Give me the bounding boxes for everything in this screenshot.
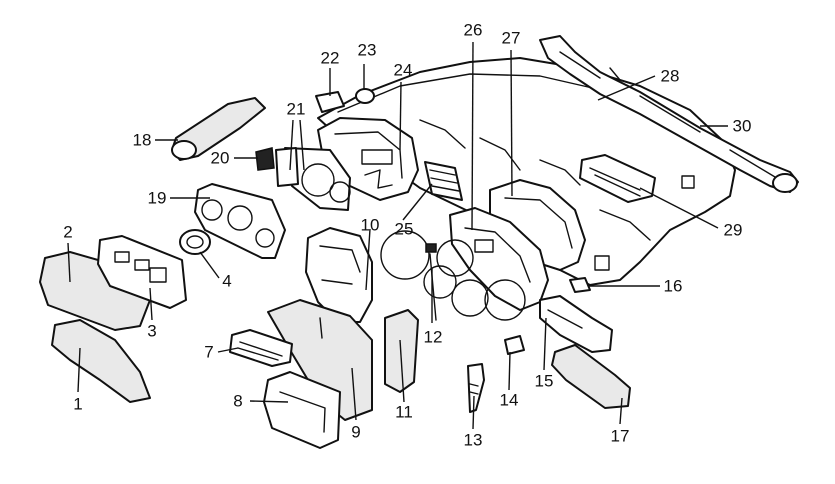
part-9-console-base <box>267 299 373 421</box>
part-15-bracket <box>539 295 613 353</box>
callout-22: 22 <box>321 49 340 68</box>
part-8-storage-tray <box>263 371 341 449</box>
callout-14: 14 <box>500 391 519 410</box>
part-11-side-panel <box>384 309 419 393</box>
part-16-connector <box>569 277 591 293</box>
callout-27: 27 <box>502 29 521 48</box>
gauge-rings <box>380 230 526 321</box>
part-4-round-knob <box>179 229 211 255</box>
part-13-lock-key <box>467 363 485 413</box>
callout-11: 11 <box>395 403 413 422</box>
callout-12: 12 <box>424 328 443 347</box>
callout-8: 8 <box>233 392 242 411</box>
callout-10: 10 <box>361 216 380 235</box>
part-18-left-duct <box>171 97 266 161</box>
callout-26: 26 <box>464 21 483 40</box>
part-1-lower-bracket <box>51 319 151 403</box>
part-23-nut <box>355 88 375 104</box>
part-7-small-vent <box>229 329 293 367</box>
part-30-cross-bar <box>539 35 799 193</box>
callout-23: 23 <box>358 41 377 60</box>
callout-19: 19 <box>148 189 167 208</box>
callout-15: 15 <box>535 372 554 391</box>
callout-30: 30 <box>733 117 752 136</box>
part-29-vent-grille <box>579 154 656 203</box>
part-3-trim-frame <box>97 235 187 309</box>
callout-25: 25 <box>395 220 414 239</box>
part-25-center-vent <box>424 161 463 201</box>
callout-28: 28 <box>661 67 680 86</box>
callout-13: 13 <box>464 431 483 450</box>
callout-4: 4 <box>222 272 231 291</box>
leader-lines <box>67 41 728 430</box>
part-19-gauge-cluster <box>194 183 286 259</box>
callout-7: 7 <box>204 343 213 362</box>
part-10-bezel <box>305 227 373 323</box>
callout-18: 18 <box>133 131 152 150</box>
callout-2: 2 <box>63 223 72 242</box>
callout-17: 17 <box>611 427 630 446</box>
callout-16: 16 <box>664 277 683 296</box>
part-20-switch <box>255 147 299 187</box>
part-12-rod <box>425 243 437 321</box>
callout-3: 3 <box>147 322 156 341</box>
part-17-right-panel <box>551 344 631 409</box>
part-14-switch <box>504 335 525 355</box>
callout-9: 9 <box>351 423 360 442</box>
callout-29: 29 <box>724 221 743 240</box>
callout-24: 24 <box>394 61 413 80</box>
callout-20: 20 <box>211 149 230 168</box>
callout-1: 1 <box>73 395 82 414</box>
callout-labels: 1 2 3 4 7 8 9 10 11 12 13 14 15 16 17 18… <box>63 21 751 450</box>
part-21-gauge-unit <box>284 147 393 211</box>
callout-21: 21 <box>287 100 306 119</box>
